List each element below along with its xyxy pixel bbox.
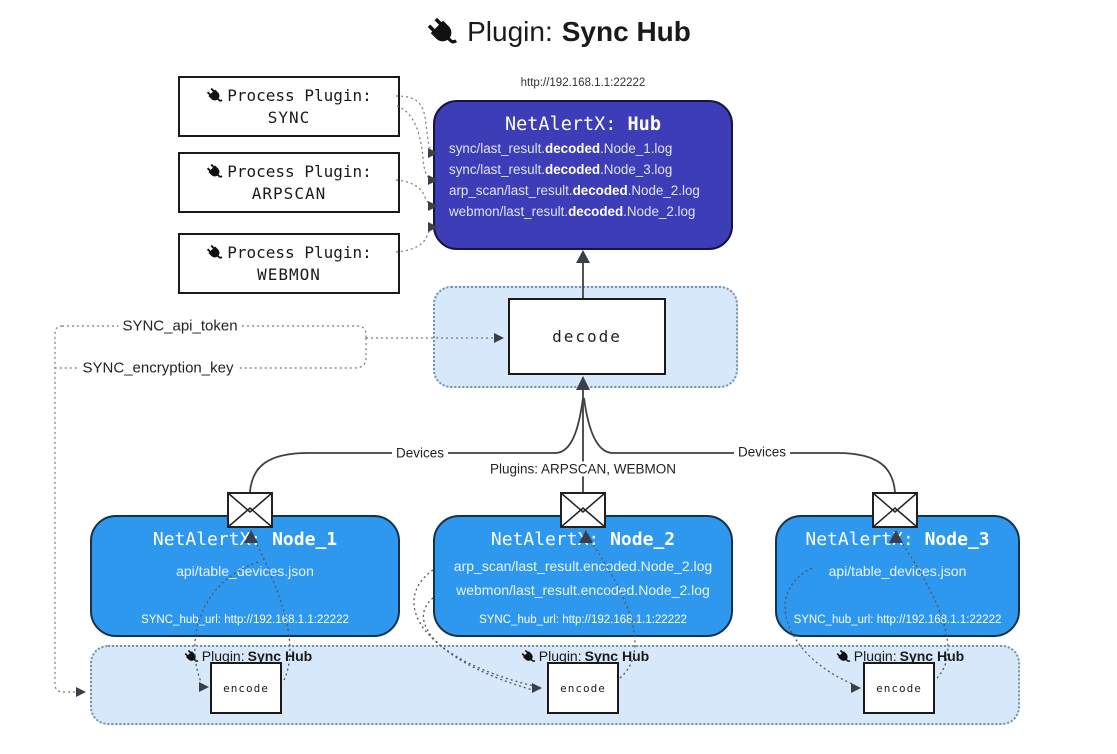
arrowhead-secrets-encoders — [76, 687, 86, 697]
log-post: .Node_2.log — [627, 183, 700, 198]
encoder-label: Plugin: Sync Hub — [183, 648, 313, 664]
node-file: webmon/last_result.encoded.Node_2.log — [456, 582, 710, 598]
node-title-prefix: NetAlertX: — [152, 529, 273, 550]
hub-title-name: Hub — [627, 114, 661, 135]
devices-right-label: Devices — [733, 444, 791, 460]
hub-title-prefix: NetAlertX: — [505, 114, 628, 135]
node-title-name: Node_3 — [924, 529, 990, 550]
envelope-icon — [560, 492, 606, 528]
plug-icon — [206, 244, 224, 261]
node-file: api/table_devices.json — [176, 563, 314, 579]
node-hub-url: SYNC_hub_url: http://192.168.1.1:22222 — [479, 614, 687, 626]
plug-icon — [206, 87, 224, 104]
process-plugin-name: SYNC — [267, 108, 311, 127]
plug-icon — [206, 163, 224, 180]
plug-icon — [183, 648, 199, 664]
log-mid: decoded — [545, 141, 601, 156]
devices-left-label: Devices — [391, 445, 449, 461]
edge-secrets-to-encoders — [54, 325, 78, 693]
encoder-label-prefix: Plugin: — [201, 648, 245, 664]
encode-label: encode — [560, 681, 606, 695]
hub-title: NetAlertX: Hub — [435, 114, 731, 135]
envelope-icon — [227, 492, 273, 528]
hub-log-entry: sync/last_result.decoded.Node_1.log — [449, 141, 731, 156]
log-post: .Node_3.log — [600, 162, 673, 177]
log-post: .Node_1.log — [600, 141, 673, 156]
node-title-name: Node_2 — [610, 529, 676, 550]
node-title: NetAlertX: Node_2 — [435, 529, 731, 550]
edge-arpscan-to-log3 — [395, 179, 433, 206]
hub-box: NetAlertX: Hub sync/last_result.decoded.… — [433, 100, 733, 250]
page-title: Plugin: Sync Hub — [0, 16, 1117, 48]
process-plugin-box-sync: Process Plugin: SYNC — [178, 76, 400, 137]
node-box-node-3: NetAlertX: Node_3 api/table_devices.json… — [775, 515, 1020, 637]
process-plugin-name: WEBMON — [257, 265, 321, 284]
node-file: api/table_devices.json — [828, 563, 967, 579]
log-pre: webmon/last_result. — [449, 204, 569, 219]
envelope-icon — [872, 492, 918, 528]
sync-api-token-label: SYNC_api_token — [118, 317, 242, 335]
node-hub-url: SYNC_hub_url: http://192.168.1.1:22222 — [141, 614, 349, 626]
encoder-label-prefix: Plugin: — [853, 648, 897, 664]
arrowhead-into-hub — [576, 250, 590, 263]
sync-encryption-key-label: SYNC_encryption_key — [78, 359, 238, 377]
hub-url-label: http://192.168.1.1:22222 — [520, 77, 646, 89]
process-plugin-box-arpscan: Process Plugin: ARPSCAN — [178, 152, 400, 213]
node-title-name: Node_1 — [272, 529, 338, 550]
log-mid: decoded — [572, 183, 628, 198]
log-mid: decoded — [568, 204, 624, 219]
encode-box: encode — [547, 662, 619, 714]
encoder-label-name: Sync Hub — [584, 648, 650, 664]
process-plugin-label: Process Plugin: — [227, 162, 372, 181]
node-title: NetAlertX: Node_3 — [777, 529, 1018, 550]
log-pre: sync/last_result. — [449, 162, 546, 177]
node-title: NetAlertX: Node_1 — [92, 529, 398, 550]
page-title-name: Sync Hub — [561, 16, 691, 47]
plug-icon — [520, 648, 536, 664]
plugins-mid-label: Plugins: ARPSCAN, WEBMON — [485, 461, 681, 477]
log-post: .Node_2.log — [623, 204, 696, 219]
node-title-prefix: NetAlertX: — [805, 529, 925, 550]
node-box-node-1: NetAlertX: Node_1 api/table_devices.json… — [90, 515, 400, 637]
decode-label: decode — [552, 327, 622, 346]
edge-sync-to-log1 — [395, 95, 434, 153]
hub-log-entry: arp_scan/last_result.decoded.Node_2.log — [449, 183, 731, 198]
encode-box: encode — [863, 662, 935, 714]
decode-box: decode — [508, 298, 666, 375]
plug-icon — [835, 648, 851, 664]
encode-label: encode — [876, 681, 922, 695]
process-plugin-name: ARPSCAN — [251, 184, 327, 203]
hub-log-entry: webmon/last_result.decoded.Node_2.log — [449, 204, 731, 219]
process-plugin-label: Process Plugin: — [227, 86, 372, 105]
encoder-label-prefix: Plugin: — [538, 648, 582, 664]
log-pre: sync/last_result. — [449, 141, 546, 156]
encoder-label: Plugin: Sync Hub — [520, 648, 650, 664]
encoder-label-name: Sync Hub — [247, 648, 313, 664]
node-hub-url: SYNC_hub_url: http://192.168.1.1:22222 — [793, 614, 1002, 626]
hub-log-entry: sync/last_result.decoded.Node_3.log — [449, 162, 731, 177]
edge-webmon-to-log4 — [395, 227, 433, 253]
node-title-prefix: NetAlertX: — [490, 529, 611, 550]
encode-label: encode — [223, 681, 269, 695]
node-box-node-2: NetAlertX: Node_2 arp_scan/last_result.e… — [433, 515, 733, 637]
encoder-label: Plugin: Sync Hub — [835, 648, 965, 664]
encode-box: encode — [210, 662, 282, 714]
process-plugin-label: Process Plugin: — [227, 243, 372, 262]
plug-icon — [426, 16, 459, 48]
log-mid: decoded — [545, 162, 601, 177]
process-plugin-box-webmon: Process Plugin: WEBMON — [178, 233, 400, 294]
node-file: arp_scan/last_result.encoded.Node_2.log — [453, 558, 713, 574]
edge-sync-to-log2 — [396, 105, 433, 181]
page-title-prefix: Plugin: — [467, 16, 553, 47]
log-pre: arp_scan/last_result. — [449, 183, 573, 198]
encoder-label-name: Sync Hub — [899, 648, 965, 664]
